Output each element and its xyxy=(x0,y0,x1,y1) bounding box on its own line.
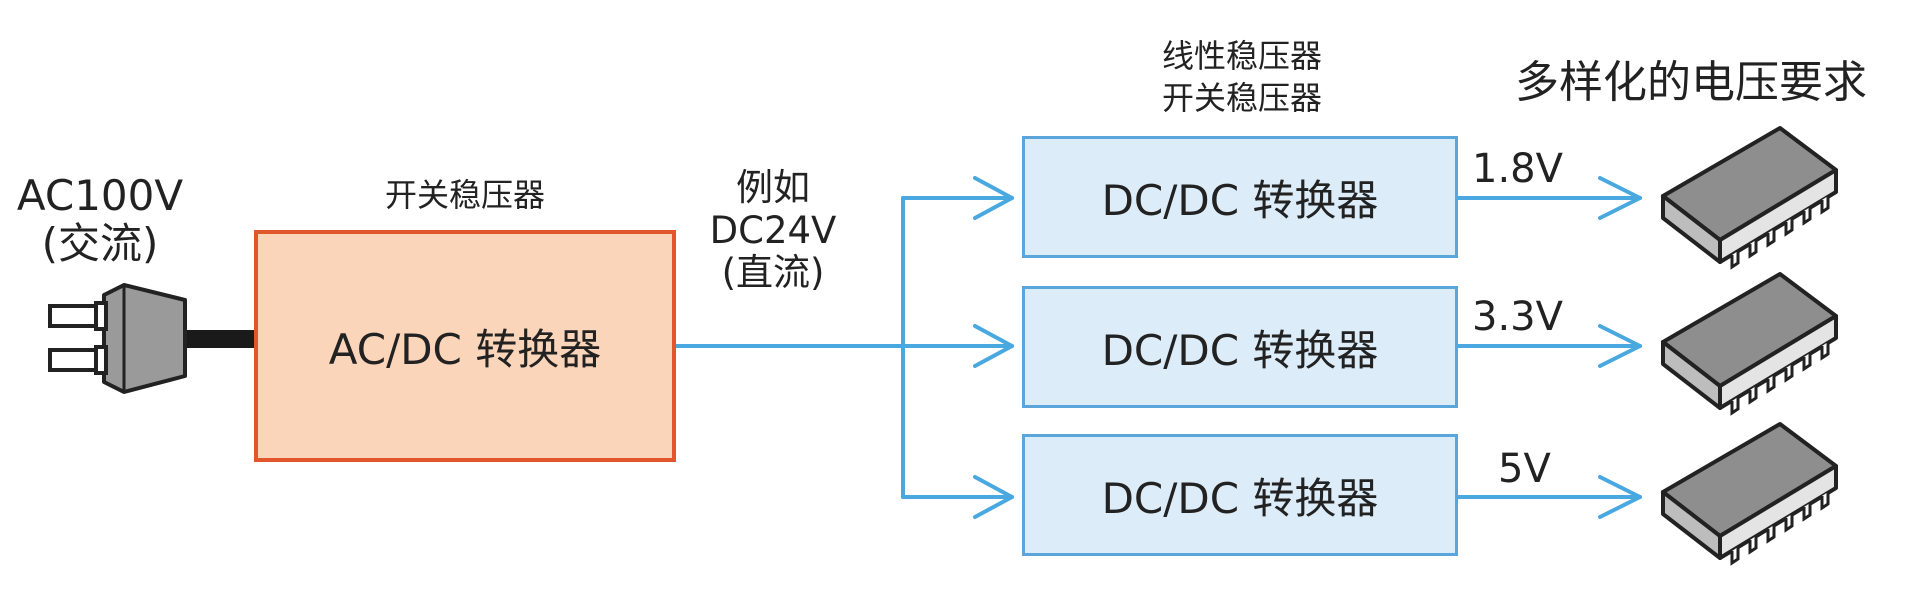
input-voltage: AC100V xyxy=(16,171,184,220)
ic-chip-icon xyxy=(1661,272,1838,416)
output-arrow-head-1 xyxy=(1598,176,1642,220)
regulator-types-caption: 线性稳压器 开关稳压器 xyxy=(1162,36,1322,119)
output-voltage-2: 3.3V xyxy=(1472,294,1563,340)
bus-label-line2: DC24V xyxy=(709,208,837,252)
output-voltage-3: 5V xyxy=(1498,446,1551,492)
dcdc-converter-label: DC/DC 转换器 xyxy=(1101,325,1379,375)
output-voltage-1: 1.8V xyxy=(1472,146,1563,192)
bus-label-line3: (直流) xyxy=(721,251,825,295)
ic-chip-icon xyxy=(1661,126,1838,270)
dcdc-converter-box-3: DC/DC 转换器 xyxy=(1022,434,1458,556)
output-arrow-head-2 xyxy=(1598,324,1642,368)
arrow-head-3 xyxy=(973,475,1014,519)
acdc-converter-label: AC/DC 转换器 xyxy=(328,324,602,374)
input-label: AC100V (交流) xyxy=(16,171,184,269)
dcdc-converter-label: DC/DC 转换器 xyxy=(1101,175,1379,225)
regulator-type-switching: 开关稳压器 xyxy=(1161,78,1323,117)
bus-label-line1: 例如 xyxy=(736,166,810,209)
regulator-type-linear: 线性稳压器 xyxy=(1161,37,1323,75)
dcdc-converter-box-2: DC/DC 转换器 xyxy=(1022,286,1458,408)
acdc-converter-box: AC/DC 转换器 xyxy=(254,230,676,462)
dcdc-converter-label: DC/DC 转换器 xyxy=(1101,473,1379,523)
ic-chip-icon xyxy=(1661,422,1838,566)
outputs-title: 多样化的电压要求 xyxy=(1515,57,1867,108)
output-arrow-head-3 xyxy=(1598,475,1642,519)
dcdc-converter-box-1: DC/DC 转换器 xyxy=(1022,136,1458,258)
input-type: (交流) xyxy=(41,219,159,269)
bus-label: 例如 DC24V (直流) xyxy=(709,166,837,295)
arrow-head-1 xyxy=(973,176,1014,220)
arrow-head-2 xyxy=(973,324,1014,368)
power-plug-icon xyxy=(48,283,255,394)
acdc-caption: 开关稳压器 xyxy=(384,176,546,214)
